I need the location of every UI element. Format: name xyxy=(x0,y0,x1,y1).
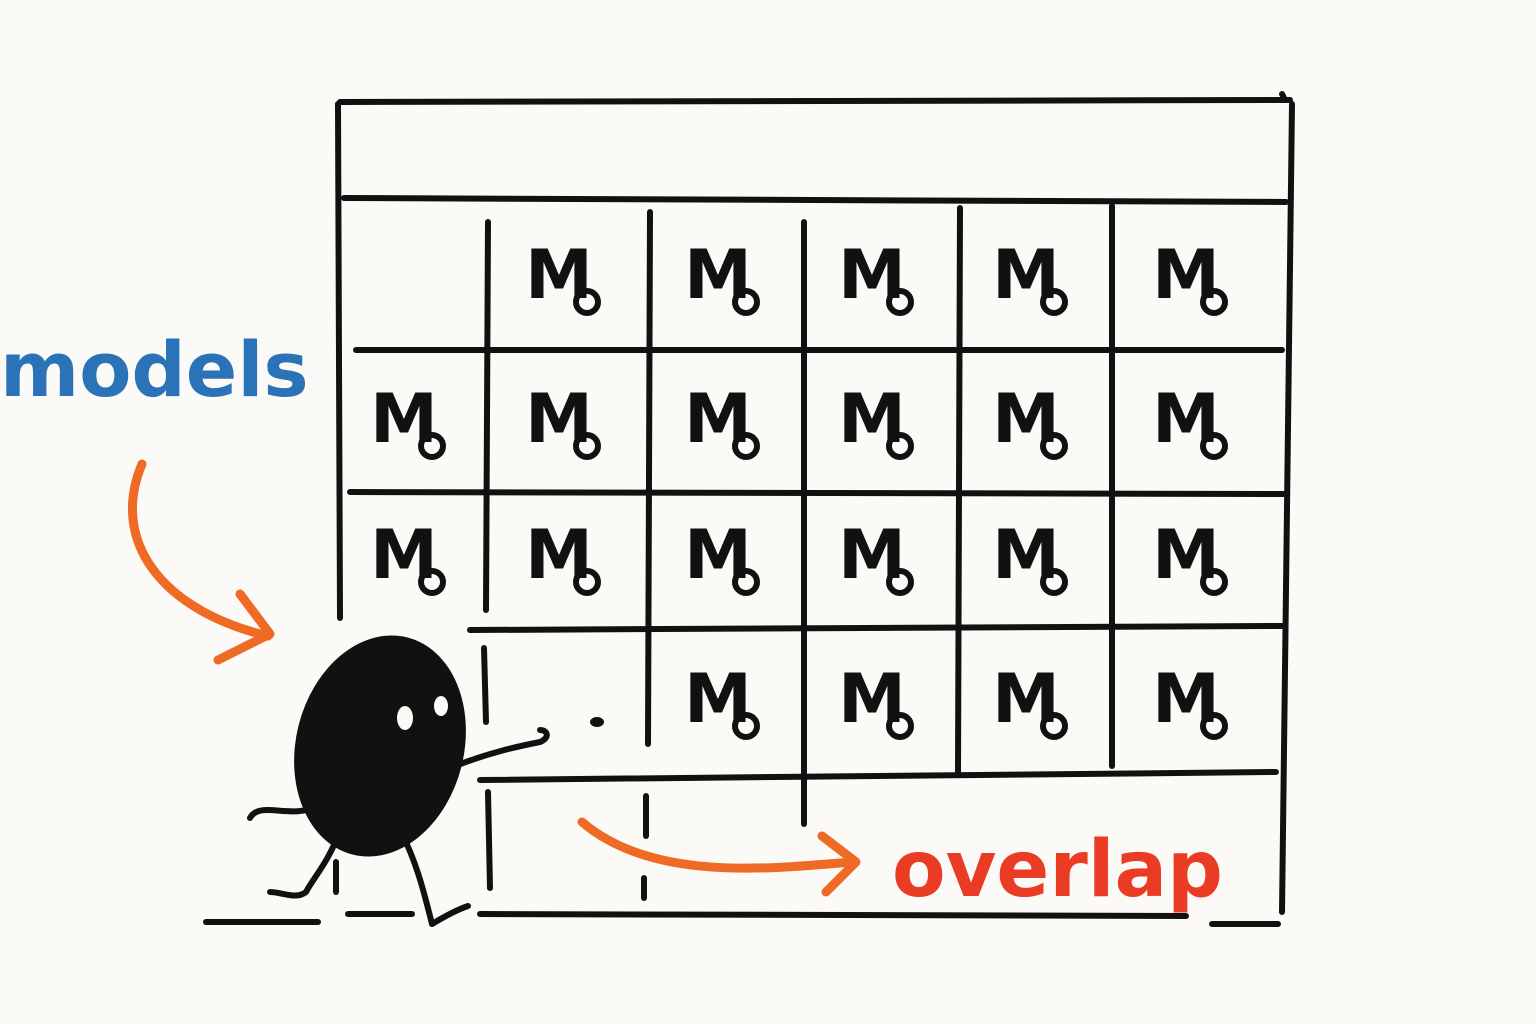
arrow-models xyxy=(128,459,275,665)
model-subscript-circle xyxy=(1200,712,1228,740)
model-glyph: M xyxy=(838,380,906,459)
model-cell: M xyxy=(525,380,601,460)
model-cell: M xyxy=(838,380,914,460)
model-cell: M xyxy=(992,236,1068,316)
model-cell: M xyxy=(525,516,601,596)
model-subscript-circle xyxy=(1200,568,1228,596)
model-subscript-circle xyxy=(732,432,760,460)
header-divider xyxy=(341,195,1289,205)
model-cell: M xyxy=(684,516,760,596)
model-glyph: M xyxy=(370,380,438,459)
model-glyph: M xyxy=(838,516,906,595)
model-subscript-circle xyxy=(1200,432,1228,460)
blob-character-icon xyxy=(247,635,550,927)
model-subscript-circle xyxy=(573,288,601,316)
model-cell: M xyxy=(992,516,1068,596)
model-subscript-circle xyxy=(1040,568,1068,596)
model-cell: M xyxy=(992,660,1068,740)
curved-arrow-icon xyxy=(577,817,857,873)
model-glyph: M xyxy=(1152,516,1220,595)
model-cell: M xyxy=(992,380,1068,460)
model-glyph: M xyxy=(992,516,1060,595)
model-cell: M xyxy=(370,380,446,460)
model-cell: M xyxy=(684,236,760,316)
model-subscript-circle xyxy=(1040,712,1068,740)
model-cell: M xyxy=(838,516,914,596)
model-cell: M xyxy=(1152,516,1228,596)
model-cell: M xyxy=(525,236,601,316)
model-subscript-circle xyxy=(732,288,760,316)
model-subscript-circle xyxy=(1040,288,1068,316)
model-subscript-circle xyxy=(886,288,914,316)
model-cell: M xyxy=(1152,380,1228,460)
model-glyph: M xyxy=(525,380,593,459)
model-cell: M xyxy=(1152,236,1228,316)
model-subscript-circle xyxy=(732,712,760,740)
model-cell: M xyxy=(684,380,760,460)
model-glyph: M xyxy=(1152,236,1220,315)
overlap-label: overlap xyxy=(892,825,1223,915)
cursor-dot-mark xyxy=(590,717,604,727)
model-glyph: M xyxy=(992,660,1060,739)
model-glyph: M xyxy=(684,516,752,595)
grid-frame xyxy=(203,91,1295,927)
model-cell: M xyxy=(838,236,914,316)
model-glyph: M xyxy=(684,236,752,315)
model-glyph: M xyxy=(1152,660,1220,739)
model-subscript-circle xyxy=(418,568,446,596)
cursor-dot xyxy=(590,717,604,727)
model-glyph: M xyxy=(838,660,906,739)
curved-arrow-icon xyxy=(128,459,273,641)
model-glyph: M xyxy=(525,236,593,315)
model-glyph: M xyxy=(684,660,752,739)
model-glyph: M xyxy=(992,236,1060,315)
model-glyph: M xyxy=(370,516,438,595)
model-subscript-circle xyxy=(1040,432,1068,460)
model-cell: M xyxy=(1152,660,1228,740)
model-subscript-circle xyxy=(418,432,446,460)
model-subscript-circle xyxy=(573,432,601,460)
models-label: models xyxy=(0,325,309,414)
model-subscript-circle xyxy=(732,568,760,596)
model-subscript-circle xyxy=(573,568,601,596)
model-cell: M xyxy=(838,660,914,740)
grid-lines xyxy=(333,203,1287,901)
model-glyph: M xyxy=(838,236,906,315)
arrow-overlap xyxy=(577,817,861,897)
model-subscript-circle xyxy=(1200,288,1228,316)
model-cell: M xyxy=(684,660,760,740)
model-cell: M xyxy=(370,516,446,596)
model-subscript-circle xyxy=(886,568,914,596)
model-glyph: M xyxy=(1152,380,1220,459)
model-subscript-circle xyxy=(886,712,914,740)
model-subscript-circle xyxy=(886,432,914,460)
model-glyph: M xyxy=(525,516,593,595)
model-glyph: M xyxy=(992,380,1060,459)
model-glyph: M xyxy=(684,380,752,459)
